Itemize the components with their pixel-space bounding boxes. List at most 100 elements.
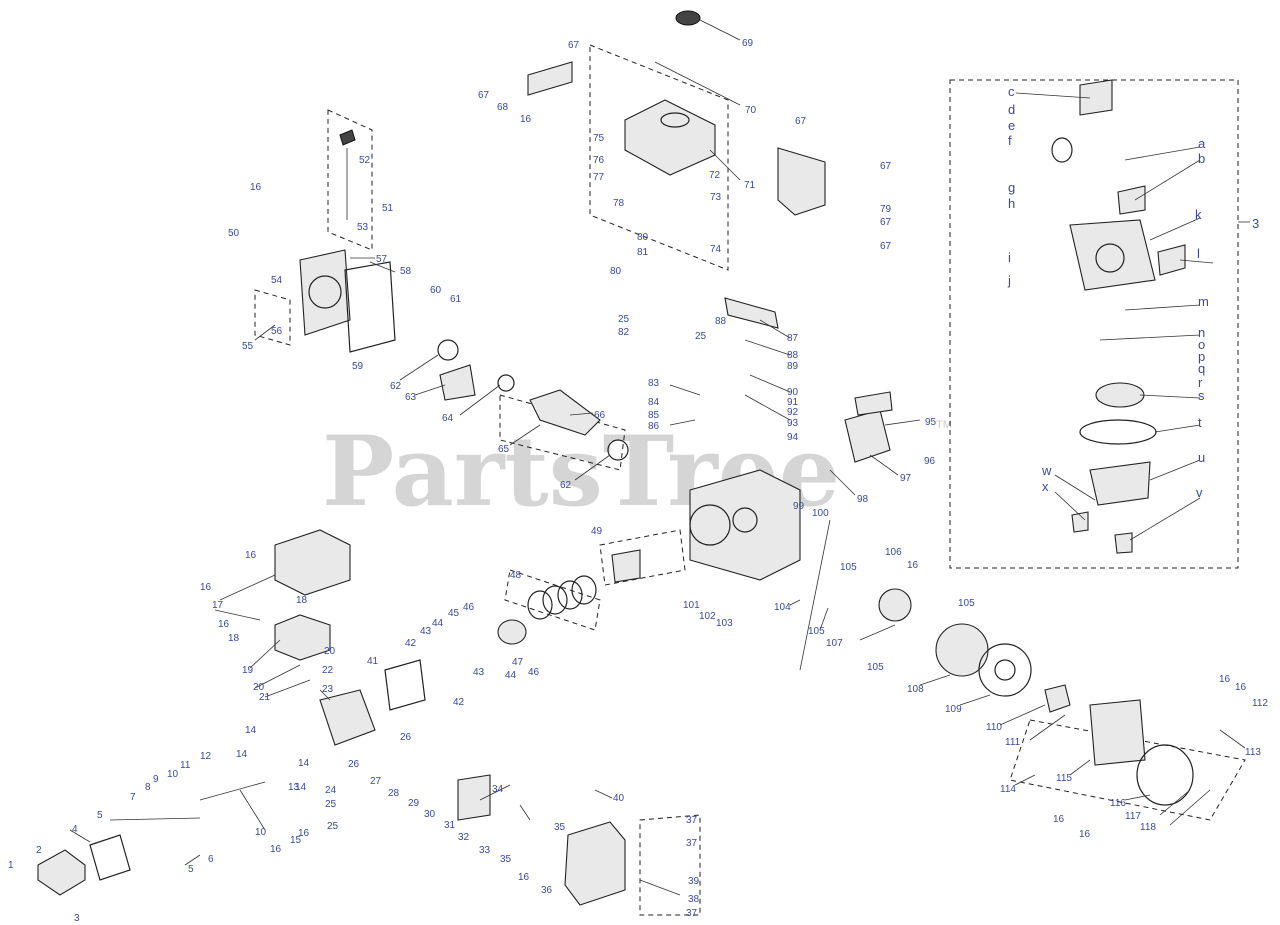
callout-25b: 25 [327,821,339,832]
callout-53: 53 [357,222,369,233]
callout-87: 87 [787,333,799,344]
drain-screw [1071,511,1089,533]
callout-61: 61 [450,294,462,305]
callout-16e: 16 [520,114,532,125]
float-bowl [1089,461,1151,506]
callout-16a: 16 [245,550,257,561]
callout-77: 77 [593,172,605,183]
letter-b: b [1198,151,1205,166]
callout-96: 96 [924,456,936,467]
callout-16g: 16 [270,844,282,855]
callout-20b: 20 [324,646,336,657]
letter-h: h [1008,196,1015,211]
callout-13: 13 [288,782,300,793]
letter-f: f [1008,133,1012,148]
callout-24: 24 [325,785,337,796]
letter-o: o [1198,337,1205,352]
callout-115: 115 [1056,773,1072,784]
callout-50: 50 [228,228,240,239]
callout-88b: 88 [787,350,799,361]
callout-11: 11 [180,760,191,771]
callout-116: 116 [1110,798,1126,809]
callout-51: 51 [382,203,394,214]
callout-86: 86 [648,421,660,432]
callout-4: 4 [72,824,78,835]
callout-44a: 44 [432,618,444,629]
callout-108: 108 [907,684,924,695]
callout-33: 33 [479,845,491,856]
callout-38: 38 [688,894,700,905]
callout-66: 66 [594,410,606,421]
piston [497,619,527,645]
callout-43a: 43 [420,626,432,637]
callout-5b: 5 [188,864,194,875]
oil-fill-cap [339,129,356,146]
crankcase-cover [299,249,351,336]
oil-fill-group-box [327,109,373,251]
callout-54: 54 [271,275,283,286]
cylinder-shroud [274,529,351,596]
blower-housing [564,821,626,906]
leader-lines [69,19,1246,896]
callout-107: 107 [826,638,843,649]
callout-47: 47 [512,657,524,668]
callout-37b: 37 [686,838,698,849]
callout-93: 93 [787,418,799,429]
callout-67a: 67 [568,40,580,51]
callout-2: 2 [36,845,42,856]
carburetor-throttle-shaft [1079,79,1113,116]
callout-16m: 16 [1079,829,1091,840]
crankcase-block [689,469,801,581]
callout-94: 94 [787,432,799,443]
recoil-housing [1089,699,1146,766]
callout-84: 84 [648,397,660,408]
callout-57: 57 [376,254,388,265]
callout-92: 92 [787,407,799,418]
letter-a: a [1198,136,1206,151]
carburetor-gasket-t [1079,419,1157,445]
connecting-rod-group-box [599,529,686,586]
watermark-trademark: TM [936,419,952,431]
callout-114: 114 [1000,784,1016,795]
callout-16k: 16 [1235,682,1247,693]
callout-42b: 42 [453,697,465,708]
callout-7: 7 [130,792,136,803]
letter-q: q [1198,361,1205,376]
seal-group-box [254,289,291,346]
recoil-starter [1136,744,1194,806]
letter-j: j [1007,273,1011,288]
callout-10a: 10 [167,769,179,780]
callout-97: 97 [900,473,912,484]
callout-9: 9 [153,774,159,785]
callout-23: 23 [322,684,334,695]
callout-19: 19 [242,665,254,676]
carburetor-kit-box [949,79,1239,569]
callout-58: 58 [400,266,412,277]
callout-39: 39 [688,876,700,887]
callout-105c: 105 [867,662,884,673]
callout-62b: 62 [560,480,572,491]
letter-d: d [1008,102,1015,117]
ignition-coil [878,588,912,622]
bracket-87 [724,297,779,329]
parts [37,10,1194,906]
callout-90: 90 [787,387,799,398]
callout-16i: 16 [907,560,919,571]
valve-cover-gasket [89,834,131,881]
callout-56: 56 [271,326,283,337]
crankshaft [529,389,601,436]
callout-31: 31 [444,820,456,831]
cooling-fan [978,643,1032,697]
head-gasket [384,659,426,711]
callout-35b: 35 [500,854,512,865]
callout-85: 85 [648,410,660,421]
callout-25c: 25 [618,314,630,325]
callout-55: 55 [242,341,254,352]
callout-72: 72 [709,170,721,181]
float [1095,382,1145,408]
callout-29: 29 [408,798,420,809]
callout-20a: 20 [253,682,265,693]
fuel-tank-group-box [589,44,729,271]
callout-16f: 16 [298,828,310,839]
